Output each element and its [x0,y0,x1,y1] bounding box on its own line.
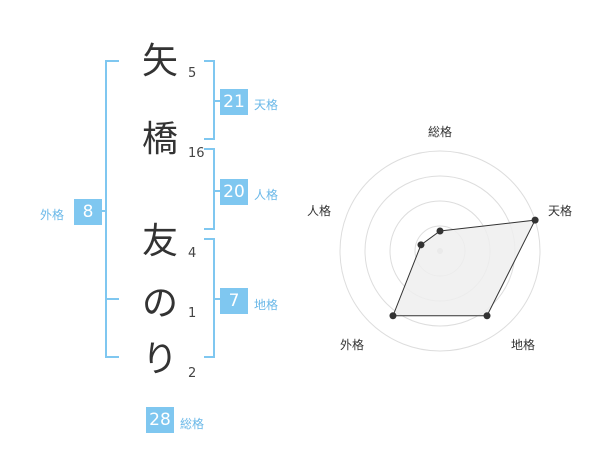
chikaku-value-badge: 7 [220,288,248,314]
jinkaku-label: 人格 [254,188,279,202]
radar-data-layer [389,216,539,320]
gaikaku-label: 外格 [40,208,65,222]
jinkaku-value-badge: 20 [220,179,248,205]
stroke-count-2: 16 [188,146,205,161]
gaikaku-value-badge: 8 [74,199,102,225]
stroke-count-5: 2 [188,366,197,381]
radar-point-2 [531,216,539,224]
radar-axis-label-jinkaku: 人格 [307,204,332,218]
stroke-count-3: 4 [188,246,197,261]
radar-axis-label-tenkaku: 天格 [548,204,573,218]
soukaku-value-badge: 28 [146,407,174,433]
radar-axis-label-soukaku: 総格 [428,125,453,139]
radar-point-4 [389,312,397,320]
chikaku-label: 地格 [254,298,279,312]
radar-point-1 [436,227,444,235]
tenkaku-label: 天格 [254,98,279,112]
stroke-count-4: 1 [188,306,197,321]
radar-axis-label-gaikaku: 外格 [340,338,365,352]
stroke-count-1: 5 [188,66,197,81]
radar-grid-ring [339,150,541,352]
name-char-4: の [141,283,178,324]
tenkaku-value-badge: 21 [220,89,248,115]
radar-point-3 [483,312,491,320]
radar-point-5 [417,241,425,249]
name-char-3: 友 [141,221,178,262]
radar-axis-label-chikaku: 地格 [511,338,536,352]
name-char-5: り [141,339,178,380]
name-char-1: 矢 [141,41,178,82]
name-char-2: 橋 [141,119,178,160]
radar-polygon [392,219,536,317]
soukaku-label: 総格 [180,417,205,431]
